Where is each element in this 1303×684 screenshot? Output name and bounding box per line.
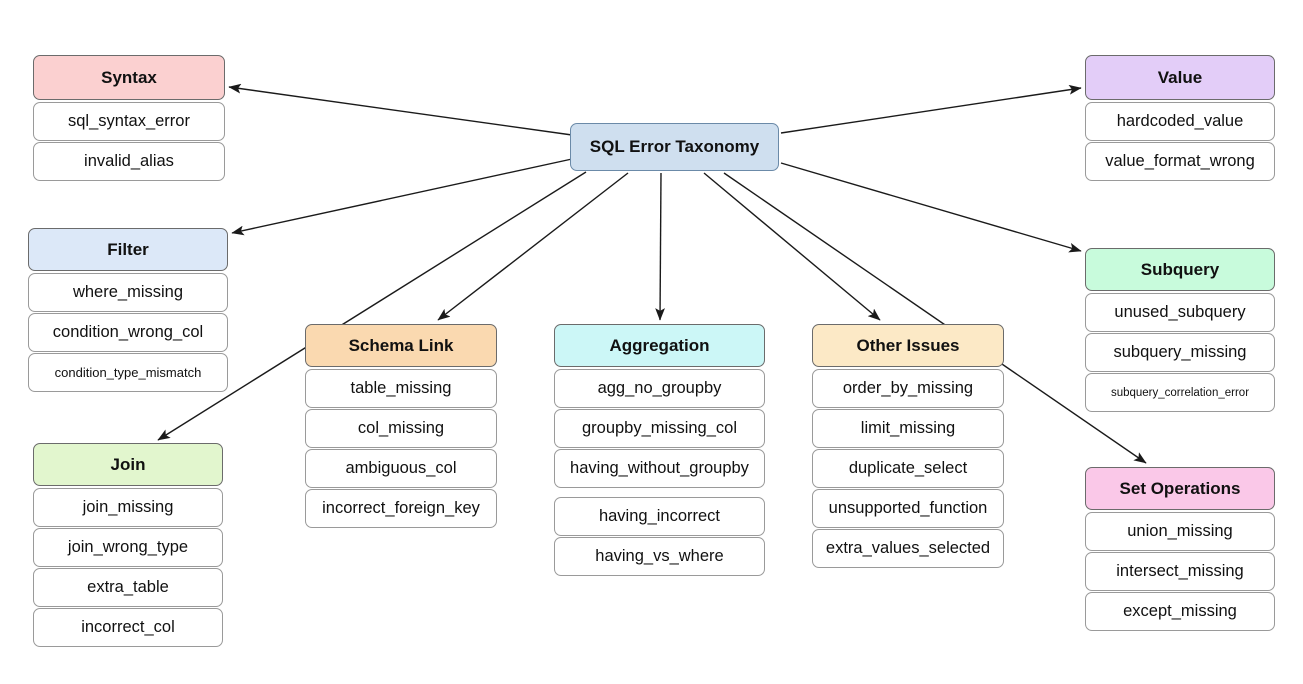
- error-type-label: having_incorrect: [598, 507, 721, 525]
- error-type-label: where_missing: [72, 283, 184, 301]
- category-header-label: Aggregation: [609, 335, 710, 355]
- root-node-label: SQL Error Taxonomy: [589, 137, 760, 156]
- error-type-label: incorrect_foreign_key: [322, 499, 480, 517]
- error-type-label: subquery_correlation_error: [1110, 386, 1250, 399]
- category-header-subquery[interactable]: Subquery: [1085, 248, 1275, 291]
- error-type-item[interactable]: join_wrong_type: [33, 528, 223, 567]
- category-header-aggregation[interactable]: Aggregation: [554, 324, 765, 367]
- error-type-item[interactable]: subquery_missing: [1085, 333, 1275, 372]
- error-type-label: incorrect_col: [81, 618, 175, 636]
- error-type-label: groupby_missing_col: [581, 419, 737, 437]
- error-type-label: unsupported_function: [828, 499, 988, 517]
- root-node-sql-error-taxonomy[interactable]: SQL Error Taxonomy: [570, 123, 779, 171]
- edge-root-to-value: [780, 84, 1082, 134]
- error-type-item[interactable]: having_incorrect: [554, 497, 765, 536]
- error-type-item[interactable]: union_missing: [1085, 512, 1275, 551]
- error-type-item[interactable]: hardcoded_value: [1085, 102, 1275, 141]
- error-type-label: subquery_missing: [1113, 343, 1247, 361]
- error-type-item[interactable]: having_vs_where: [554, 537, 765, 576]
- error-type-item[interactable]: groupby_missing_col: [554, 409, 765, 448]
- category-header-schema-link[interactable]: Schema Link: [305, 324, 497, 367]
- error-type-label: having_without_groupby: [570, 459, 749, 477]
- error-type-item[interactable]: extra_values_selected: [812, 529, 1004, 568]
- edge-root-to-syntax: [228, 83, 573, 136]
- edge-root-to-aggregation: [655, 172, 665, 321]
- error-type-item[interactable]: condition_wrong_col: [28, 313, 228, 352]
- category-group-value: Value hardcoded_value value_format_wrong: [1085, 55, 1275, 182]
- error-type-item[interactable]: col_missing: [305, 409, 497, 448]
- error-type-item[interactable]: sql_syntax_error: [33, 102, 225, 141]
- error-type-item[interactable]: except_missing: [1085, 592, 1275, 631]
- error-type-item[interactable]: agg_no_groupby: [554, 369, 765, 408]
- error-type-item[interactable]: order_by_missing: [812, 369, 1004, 408]
- category-header-label: Join: [110, 454, 146, 474]
- error-type-item[interactable]: having_without_groupby: [554, 449, 765, 488]
- error-type-item[interactable]: where_missing: [28, 273, 228, 312]
- category-header-label: Filter: [107, 239, 149, 259]
- category-header-label: Schema Link: [348, 335, 454, 355]
- error-type-item[interactable]: limit_missing: [812, 409, 1004, 448]
- error-type-label: ambiguous_col: [345, 459, 457, 477]
- category-group-syntax: Syntax sql_syntax_error invalid_alias: [33, 55, 225, 182]
- edge-root-to-schema-link: [437, 172, 629, 321]
- error-type-label: value_format_wrong: [1105, 152, 1255, 170]
- error-type-label: order_by_missing: [842, 379, 974, 397]
- error-type-item[interactable]: value_format_wrong: [1085, 142, 1275, 181]
- category-group-other-issues: Other Issues order_by_missing limit_missin…: [812, 324, 1004, 569]
- category-group-set-operations: Set Operations union_missing intersect_mis…: [1085, 467, 1275, 632]
- category-header-label: Subquery: [1140, 259, 1220, 279]
- category-header-label: Value: [1157, 67, 1203, 87]
- error-type-label: invalid_alias: [84, 152, 174, 170]
- category-header-other-issues[interactable]: Other Issues: [812, 324, 1004, 367]
- error-type-item[interactable]: intersect_missing: [1085, 552, 1275, 591]
- error-type-item[interactable]: unused_subquery: [1085, 293, 1275, 332]
- error-type-label: table_missing: [350, 379, 452, 397]
- error-type-label: join_missing: [82, 498, 174, 516]
- category-header-label: Set Operations: [1119, 478, 1241, 498]
- category-header-label: Syntax: [101, 67, 157, 87]
- error-type-label: except_missing: [1123, 602, 1237, 620]
- error-type-label: hardcoded_value: [1116, 112, 1244, 130]
- error-type-item[interactable]: join_missing: [33, 488, 223, 527]
- error-type-item[interactable]: condition_type_mismatch: [28, 353, 228, 392]
- error-type-item[interactable]: subquery_correlation_error: [1085, 373, 1275, 412]
- error-type-label: condition_wrong_col: [52, 323, 204, 341]
- category-group-join: Join join_missing join_wrong_type extra_tab…: [33, 443, 223, 648]
- error-type-item[interactable]: incorrect_col: [33, 608, 223, 647]
- category-header-label: Other Issues: [856, 335, 960, 355]
- error-type-item[interactable]: extra_table: [33, 568, 223, 607]
- error-type-label: join_wrong_type: [67, 538, 189, 556]
- error-type-item[interactable]: incorrect_foreign_key: [305, 489, 497, 528]
- error-type-label: unused_subquery: [1114, 303, 1246, 321]
- error-type-label: extra_values_selected: [825, 539, 991, 557]
- error-type-label: agg_no_groupby: [597, 379, 722, 397]
- edge-root-to-filter: [231, 158, 573, 236]
- error-type-item[interactable]: unsupported_function: [812, 489, 1004, 528]
- error-type-label: col_missing: [357, 419, 445, 437]
- category-header-filter[interactable]: Filter: [28, 228, 228, 271]
- category-header-syntax[interactable]: Syntax: [33, 55, 225, 100]
- error-type-label: having_vs_where: [595, 547, 724, 565]
- error-type-item[interactable]: duplicate_select: [812, 449, 1004, 488]
- error-type-label: extra_table: [87, 578, 169, 596]
- category-header-set-operations[interactable]: Set Operations: [1085, 467, 1275, 510]
- category-header-value[interactable]: Value: [1085, 55, 1275, 100]
- edge-root-to-subquery: [780, 162, 1082, 253]
- edge-root-to-other-issues: [703, 172, 881, 321]
- error-type-label: condition_type_mismatch: [54, 365, 202, 380]
- category-group-aggregation: Aggregation agg_no_groupby groupby_missing…: [554, 324, 765, 577]
- error-type-label: sql_syntax_error: [68, 112, 190, 130]
- error-type-item[interactable]: table_missing: [305, 369, 497, 408]
- error-type-label: limit_missing: [860, 419, 956, 437]
- error-type-item[interactable]: ambiguous_col: [305, 449, 497, 488]
- error-type-label: duplicate_select: [848, 459, 968, 477]
- category-header-join[interactable]: Join: [33, 443, 223, 486]
- error-type-label: union_missing: [1127, 522, 1233, 540]
- error-type-item[interactable]: invalid_alias: [33, 142, 225, 181]
- error-type-label: intersect_missing: [1116, 562, 1244, 580]
